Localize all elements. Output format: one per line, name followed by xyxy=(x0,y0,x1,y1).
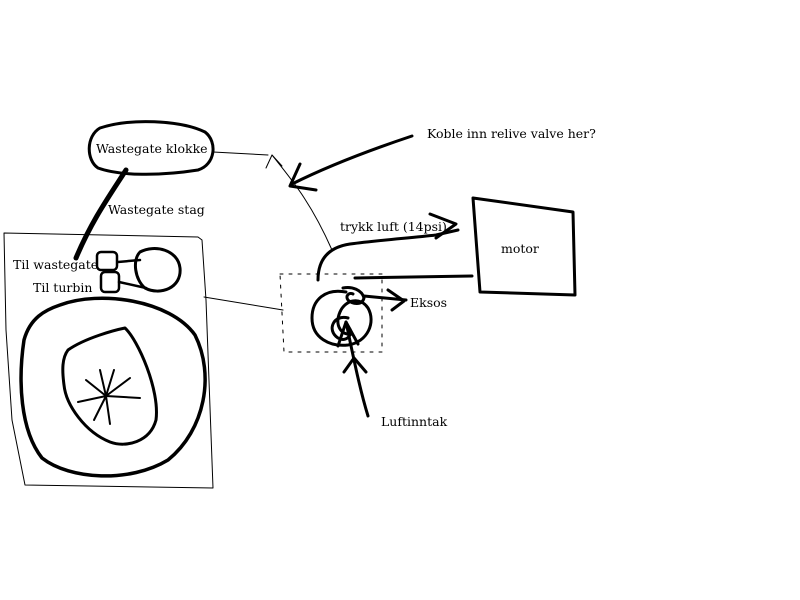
zoom-line xyxy=(203,296,284,311)
label-til-wastegate: Til wastegate xyxy=(13,257,99,272)
label-wastegate-stag: Wastegate stag xyxy=(108,202,205,217)
wastegate-bell-shape xyxy=(87,120,215,176)
actuator-link xyxy=(116,258,148,290)
pressure-pipe-lower xyxy=(353,274,474,280)
wastegate-rod xyxy=(73,167,129,261)
label-eksos: Eksos xyxy=(410,295,448,310)
turbo-housing-box xyxy=(3,232,214,489)
turbine-spokes xyxy=(77,369,141,425)
label-trykk-luft: trykk luft (14psi) xyxy=(340,219,447,234)
motor-box xyxy=(471,196,577,297)
relief-valve-arrow-shaft xyxy=(290,134,414,186)
label-luftinntak: Luftinntak xyxy=(381,414,448,429)
dashed-selection-box xyxy=(279,273,383,353)
intake-arrowhead xyxy=(336,320,360,348)
port-turbin xyxy=(99,270,121,294)
label-til-turbin: Til turbin xyxy=(33,280,93,295)
pressure-arrow xyxy=(428,212,458,240)
relief-valve-arrowhead xyxy=(288,162,318,192)
actuator-oval xyxy=(133,247,182,293)
pressure-pipe-upper xyxy=(316,228,460,282)
small-turbo-inlet xyxy=(341,286,366,305)
turbine-housing xyxy=(19,296,207,478)
label-wastegate-klokke: Wastegate klokke xyxy=(96,141,208,156)
small-turbo-spiral xyxy=(310,289,373,347)
label-koble-inn: Koble inn relive valve her? xyxy=(427,126,596,141)
turbine-wheel-outline xyxy=(61,326,158,446)
intake-arrowhead-lower xyxy=(342,356,368,374)
relief-curve-line xyxy=(271,154,333,251)
port-wastegate xyxy=(95,250,119,272)
bell-connection-line xyxy=(212,151,269,156)
exhaust-arrowhead xyxy=(386,288,406,312)
intake-arrow-shaft xyxy=(344,320,370,418)
label-motor: motor xyxy=(501,241,539,256)
